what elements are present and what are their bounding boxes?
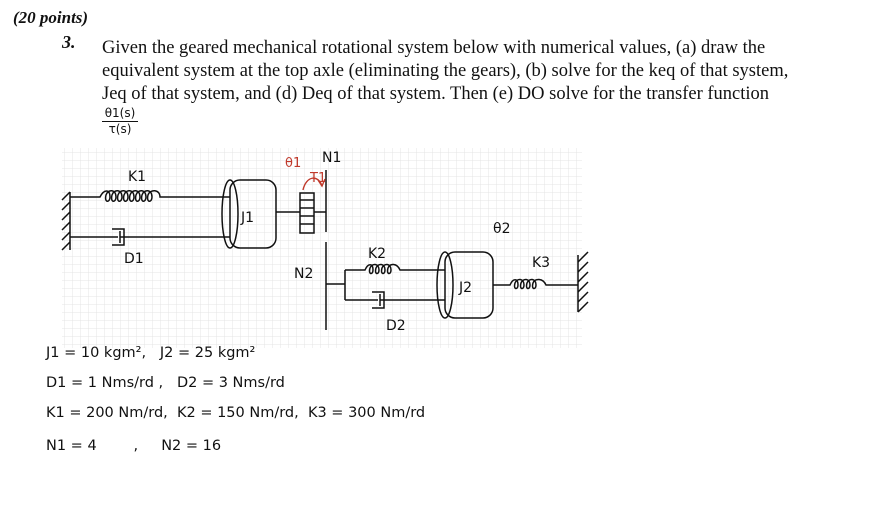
j1-label: J1: [240, 210, 254, 226]
d2-value: D2 = 3 Nms/rd: [176, 375, 285, 391]
transfer-function: θ1(s) τ(s): [102, 106, 138, 136]
values-line-4: N1 = 4 , N2 = 16: [46, 438, 221, 454]
k2-spring: [345, 263, 445, 275]
values-line-3: K1 = 200 Nm/rd, K2 = 150 Nm/rd, K3 = 300…: [46, 405, 425, 421]
n1-label: N1: [322, 150, 341, 166]
k3-label: K3: [532, 255, 550, 271]
k1-value: K1 = 200 Nm/rd,: [46, 405, 168, 421]
k3-value: K3 = 300 Nm/rd: [307, 405, 426, 421]
values-line-1: J1 = 10 kgm², J2 = 25 kgm²: [46, 345, 255, 361]
k1-label: K1: [128, 169, 146, 185]
question-line-2: equivalent system at the top axle (elimi…: [102, 61, 789, 81]
k1-spring: [70, 190, 230, 202]
d1-damper: [70, 228, 230, 246]
d2-label: D2: [386, 318, 406, 334]
torque-arrow-icon: [302, 177, 326, 191]
d1-label: D1: [124, 251, 144, 267]
d2-damper: [345, 291, 445, 309]
left-wall: [61, 191, 71, 251]
gear-n2: [325, 242, 345, 330]
tau1-label: T1: [309, 171, 326, 186]
points-label: (20 points): [13, 8, 89, 27]
question-line-1: Given the geared mechanical rotational s…: [102, 38, 766, 58]
question-line-3: Jeq of that system, and (d) Deq of that …: [102, 84, 770, 104]
j2-label: J2: [458, 280, 472, 296]
k3-spring: [493, 278, 578, 290]
k2-label: K2: [368, 246, 386, 262]
j1-inertia: [221, 179, 277, 249]
gear-n1: [299, 170, 327, 234]
tf-numerator: θ1(s): [102, 106, 138, 122]
question-number: 3.: [62, 32, 76, 52]
graph-paper-background: [62, 148, 582, 348]
tf-denominator: τ(s): [108, 122, 132, 136]
n1-value: N1 = 4: [46, 438, 97, 454]
theta1-label: θ1: [285, 156, 301, 171]
values-line-2: D1 = 1 Nms/rd , D2 = 3 Nms/rd: [46, 375, 285, 391]
values-separator: ,: [133, 438, 139, 454]
j2-value: J2 = 25 kgm²: [159, 345, 256, 361]
k2-value: K2 = 150 Nm/rd,: [176, 405, 299, 421]
theta2-label: θ2: [493, 221, 510, 237]
right-wall: [577, 251, 589, 313]
j1-value: J1 = 10 kgm²,: [46, 345, 147, 361]
d1-value: D1 = 1 Nms/rd ,: [46, 375, 164, 391]
n2-value: N2 = 16: [161, 438, 222, 454]
n2-label: N2: [294, 266, 313, 282]
